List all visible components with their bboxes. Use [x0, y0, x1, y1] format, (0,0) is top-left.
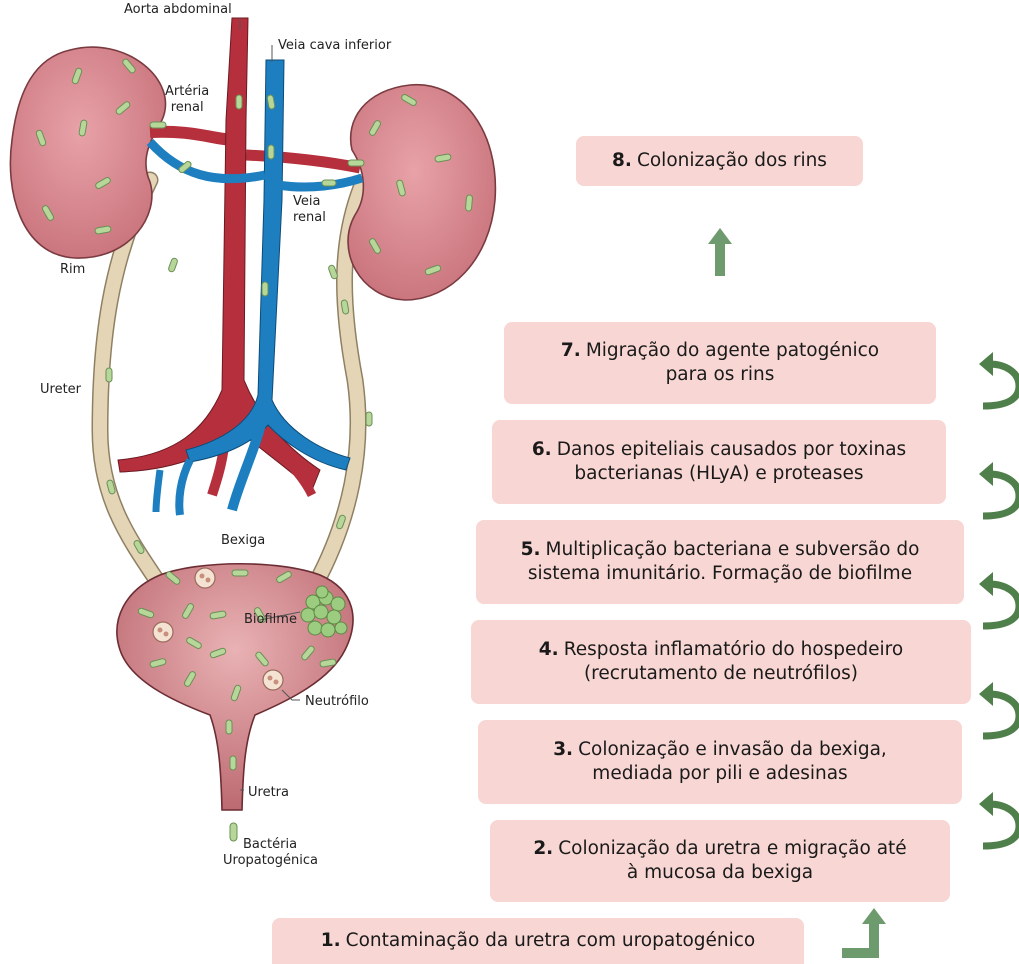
step-7-text-line2: para os rins — [561, 363, 879, 387]
step-7-text-line1: Migração do agente patogénico — [586, 340, 879, 361]
label-kidney: Rim — [60, 262, 85, 278]
step-4-text-line1: Resposta inflamatório do hospedeiro — [564, 639, 903, 660]
step-8-number: 8. — [612, 150, 632, 171]
label-bacteria: Bactéria Uropatogénica — [223, 837, 318, 870]
label-aorta: Aorta abdominal — [124, 2, 232, 18]
step-1-number: 1. — [321, 930, 341, 951]
step-3-box: 3.Colonização e invasão da bexiga, media… — [478, 720, 962, 804]
step-7-box: 7.Migração do agente patogénico para os … — [504, 322, 936, 404]
up-arrow-icon — [700, 226, 740, 278]
label-vena-cava: Veia cava inferior — [278, 38, 391, 54]
step-5-number: 5. — [521, 539, 541, 560]
step-3-number: 3. — [553, 739, 573, 760]
curved-arrow-icon-5 — [975, 782, 1019, 852]
step-2-text-line2: à mucosa da bexiga — [533, 861, 906, 885]
step-6-text-line2: bacterianas (HLyA) e proteases — [532, 462, 906, 486]
left-kidney — [10, 47, 165, 258]
renal-artery-left — [150, 132, 232, 140]
corner-up-arrow-icon — [838, 906, 888, 962]
step-2-number: 2. — [533, 838, 553, 859]
vena-cava-branch-left2 — [179, 460, 190, 515]
vena-cava-branch-leftmost — [156, 470, 160, 512]
right-kidney — [348, 85, 495, 300]
step-2-text-line1: Colonização da uretra e migração até — [558, 838, 906, 859]
step-5-box: 5.Multiplicação bacteriana e subversão d… — [476, 520, 964, 604]
step-1-text: Contaminação da uretra com uropatogénico — [346, 930, 756, 951]
label-renal-artery-line1: Artéria — [165, 84, 209, 99]
label-renal-vein: Veia renal — [293, 194, 326, 227]
step-5-text-line2: sistema imunitário. Formação de biofilme — [521, 562, 920, 586]
renal-artery-right — [246, 155, 360, 168]
label-bladder: Bexiga — [221, 533, 265, 549]
step-6-number: 6. — [532, 439, 552, 460]
step-4-box: 4.Resposta inflamatório do hospedeiro (r… — [471, 620, 971, 704]
step-8-box: 8.Colonização dos rins — [576, 136, 863, 186]
step-4-number: 4. — [539, 639, 559, 660]
label-ureter: Ureter — [40, 382, 81, 398]
step-7-number: 7. — [561, 340, 581, 361]
label-bacteria-line2: Uropatogénica — [223, 853, 318, 868]
curved-arrow-icon-1 — [975, 342, 1019, 412]
step-1-box: 1.Contaminação da uretra com uropatogéni… — [272, 918, 804, 964]
label-renal-vein-line2: renal — [293, 210, 326, 225]
label-bacteria-line1: Bactéria — [243, 837, 297, 852]
renal-vein-right — [278, 178, 362, 187]
curved-arrow-icon-3 — [975, 562, 1019, 632]
label-renal-artery: Artéria renal — [165, 84, 209, 117]
step-4-text-line2: (recrutamento de neutrófilos) — [539, 662, 903, 686]
vena-cava — [186, 60, 350, 470]
label-biofilm: Biofilme — [244, 612, 297, 628]
step-5-text-line1: Multiplicação bacteriana e subversão do — [545, 539, 919, 560]
curved-arrow-icon-4 — [975, 672, 1019, 742]
label-renal-vein-line1: Veia — [293, 194, 320, 209]
label-neutrophil: Neutrófilo — [305, 694, 369, 710]
step-3-text-line1: Colonização e invasão da bexiga, — [578, 739, 887, 760]
step-6-text-line1: Danos epiteliais causados por toxinas — [557, 439, 906, 460]
curved-arrow-icon-2 — [975, 452, 1019, 522]
step-3-text-line2: mediada por pili e adesinas — [553, 762, 887, 786]
label-urethra: Uretra — [248, 785, 289, 801]
step-8-text: Colonização dos rins — [637, 150, 827, 171]
step-2-box: 2.Colonização da uretra e migração até à… — [490, 820, 950, 902]
step-6-box: 6.Danos epiteliais causados por toxinas … — [492, 420, 946, 504]
label-renal-artery-line2: renal — [171, 100, 204, 115]
